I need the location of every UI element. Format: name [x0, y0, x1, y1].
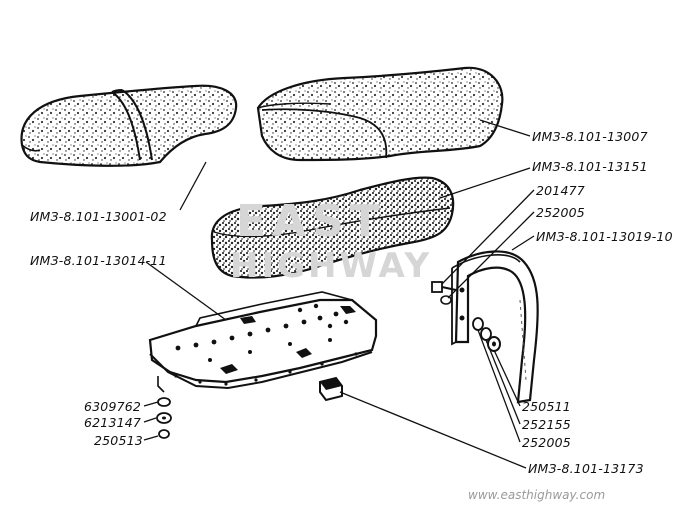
label-252155: 252155	[522, 417, 571, 432]
leader-lines	[143, 119, 535, 469]
label-buffer: ИМЗ-8.101-13173	[528, 461, 644, 476]
label-handle: ИМЗ-8.101-13019-10	[536, 229, 673, 244]
seat-base	[148, 291, 378, 390]
bolt-201477	[431, 281, 457, 293]
label-250513: 250513	[94, 433, 143, 448]
seat-cover-right	[256, 66, 504, 162]
label-252005: 252005	[522, 435, 571, 450]
handle-fasteners	[472, 317, 501, 352]
watermark-line2: HIGHWAY	[230, 246, 433, 286]
seat-cushion	[210, 176, 455, 279]
watermark-url: www.easthighway.com	[468, 488, 606, 502]
label-seat-cover-2: ИМЗ-8.101-13007	[532, 129, 648, 144]
label-250511: 250511	[522, 399, 571, 414]
label-cushion: ИМЗ-8.101-13151	[532, 159, 648, 174]
seat-cover-left	[20, 84, 238, 167]
label-bolt: 201477	[536, 183, 585, 198]
label-washer-top: 252005	[536, 205, 585, 220]
grab-handle	[451, 250, 539, 404]
label-6309762: 6309762	[84, 399, 142, 414]
watermark-line1: EAST	[236, 196, 386, 247]
rubber-buffer	[319, 376, 343, 402]
label-6213147: 6213147	[84, 415, 142, 430]
label-seat-cover-1: ИМЗ-8.101-13001-02	[30, 209, 167, 224]
small-parts-stack	[156, 376, 172, 439]
label-seat-base: ИМЗ-8.101-13014-11	[30, 253, 167, 268]
